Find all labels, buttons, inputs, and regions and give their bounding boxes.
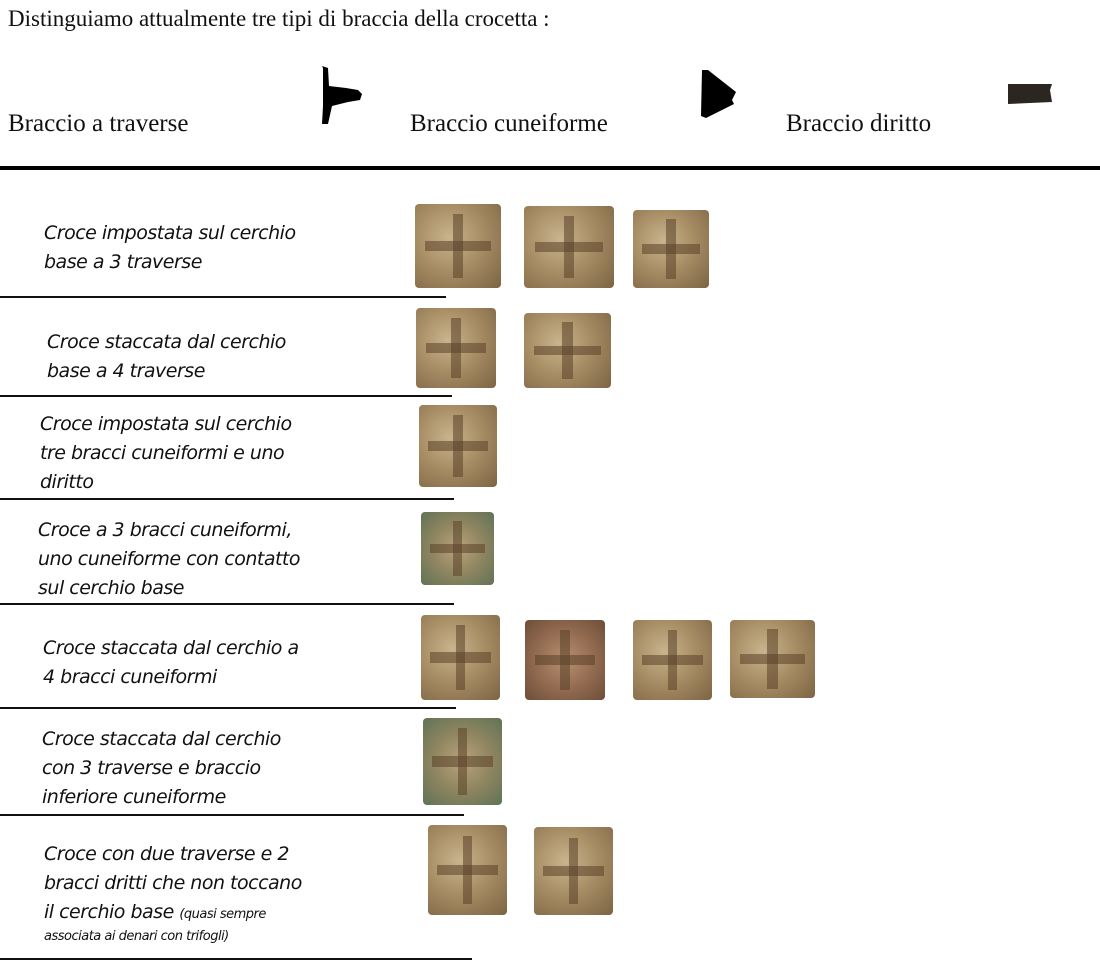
coin-image (633, 210, 709, 288)
label-wedge-arm: Braccio cuneiforme (410, 110, 608, 137)
coin-image (415, 204, 501, 288)
row-separator (0, 707, 456, 709)
row-separator (0, 395, 452, 397)
coin-image (633, 620, 712, 700)
coin-image (524, 206, 614, 288)
desc-line: base a 4 traverse (47, 360, 205, 382)
row-separator (0, 498, 454, 500)
row-5-description: Croce staccata dal cerchio a 4 bracci cu… (43, 634, 299, 692)
desc-line: uno cuneiforme con contatto (38, 548, 301, 570)
row-3-description: Croce impostata sul cerchio tre bracci c… (40, 410, 292, 497)
coin-image (419, 405, 497, 487)
desc-line: diritto (40, 471, 94, 493)
label-straight-arm: Braccio diritto (786, 110, 932, 137)
coin-image (525, 620, 605, 700)
desc-line: base a 3 traverse (44, 251, 202, 273)
straight-arm-icon (1008, 84, 1052, 104)
coin-image (423, 718, 502, 805)
row-4-description: Croce a 3 bracci cuneiformi, uno cuneifo… (38, 516, 301, 603)
header-divider (0, 166, 1100, 170)
row-separator (0, 603, 454, 605)
coin-image (730, 620, 815, 698)
desc-note: associata ai denari con trifogli) (44, 929, 229, 944)
coin-image (416, 308, 496, 388)
desc-line: Croce staccata dal cerchio a (43, 637, 299, 659)
desc-line: bracci dritti che non toccano (44, 872, 302, 894)
coin-image (421, 512, 494, 585)
desc-line: sul cerchio base (38, 577, 184, 599)
label-traverse-arm: Braccio a traverse (8, 110, 189, 137)
desc-line: il cerchio base (44, 901, 174, 923)
row-6-description: Croce staccata dal cerchio con 3 travers… (42, 725, 281, 812)
row-1-description: Croce impostata sul cerchio base a 3 tra… (44, 219, 296, 277)
desc-line: Croce impostata sul cerchio (40, 413, 292, 435)
row-separator (0, 296, 446, 298)
desc-line: tre bracci cuneiformi e uno (40, 442, 285, 464)
document-title: Distinguiamo attualmente tre tipi di bra… (8, 6, 550, 31)
row-7-description: Croce con due traverse e 2 bracci dritti… (44, 840, 302, 947)
coin-image (524, 313, 611, 388)
desc-line: 4 bracci cuneiformi (43, 666, 217, 688)
coin-image (428, 825, 507, 915)
traverse-arm-icon (322, 66, 362, 124)
row-separator (0, 814, 464, 816)
wedge-arm-icon (701, 70, 736, 118)
coin-image (421, 615, 500, 700)
desc-line: con 3 traverse e braccio (42, 757, 261, 779)
row-2-description: Croce staccata dal cerchio base a 4 trav… (47, 328, 286, 386)
row-separator (0, 958, 472, 960)
desc-line: Croce staccata dal cerchio (47, 331, 286, 353)
coin-image (534, 827, 613, 915)
desc-line: Croce staccata dal cerchio (42, 728, 281, 750)
desc-line: Croce con due traverse e 2 (44, 843, 289, 865)
desc-line: Croce impostata sul cerchio (44, 222, 296, 244)
desc-note: (quasi sempre (179, 907, 266, 922)
desc-line: inferiore cuneiforme (42, 786, 226, 808)
desc-line: Croce a 3 bracci cuneiformi, (38, 519, 292, 541)
